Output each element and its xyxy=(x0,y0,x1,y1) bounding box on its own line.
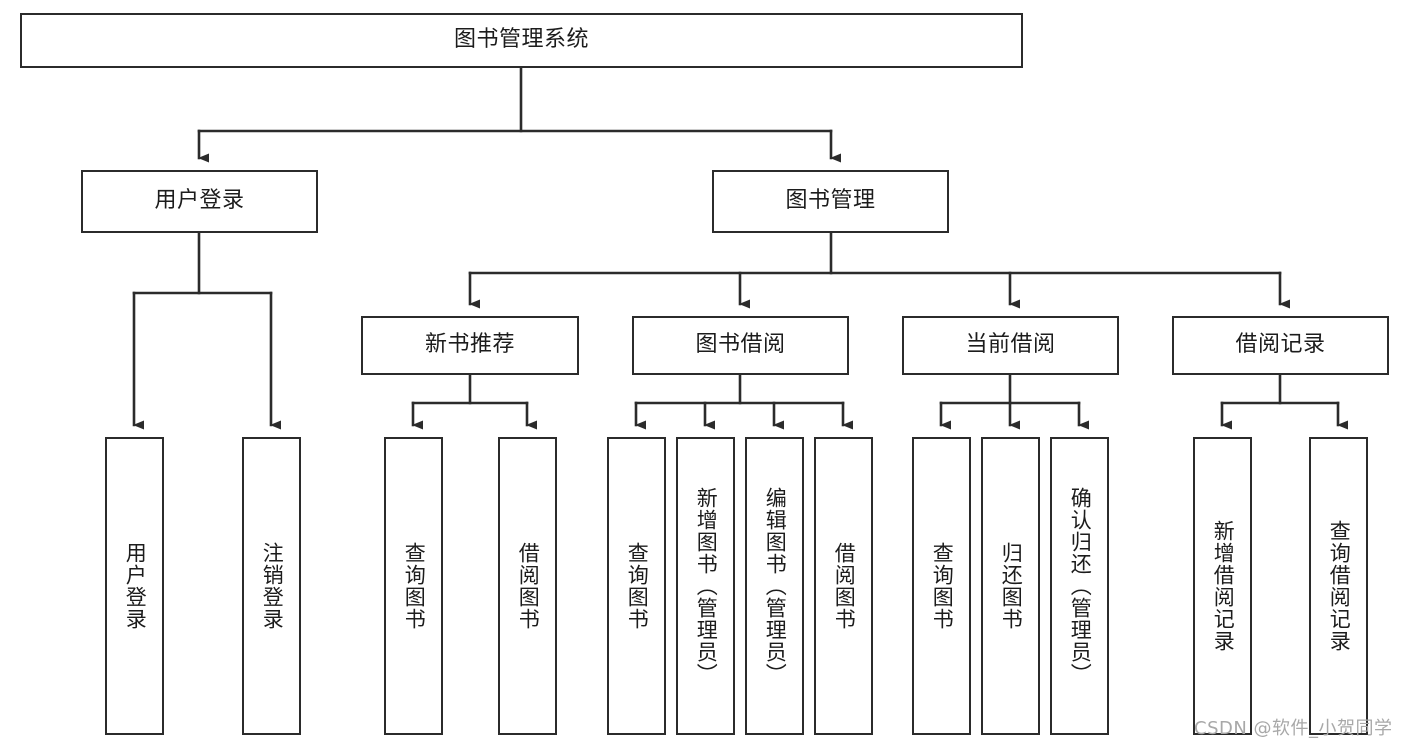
node-borrow-record-label: 借阅记录 xyxy=(1235,332,1326,358)
leaf-query-book-1-label: 查询图书 xyxy=(402,542,427,630)
leaf-confirm-return-label: 确认归还（管理员） xyxy=(1068,487,1093,685)
leaf-borrow-book-1-label: 借阅图书 xyxy=(516,542,541,630)
node-current-borrow[interactable]: 当前借阅 xyxy=(902,316,1119,375)
node-book-manage-label: 图书管理 xyxy=(785,188,876,214)
node-book-manage[interactable]: 图书管理 xyxy=(712,170,949,233)
node-borrow-record[interactable]: 借阅记录 xyxy=(1172,316,1389,375)
node-user-login-label: 用户登录 xyxy=(154,188,245,214)
leaf-query-record[interactable]: 查询借阅记录 xyxy=(1309,437,1368,735)
leaf-user-login[interactable]: 用户登录 xyxy=(105,437,164,735)
node-current-borrow-label: 当前借阅 xyxy=(965,332,1056,358)
leaf-query-record-label: 查询借阅记录 xyxy=(1327,520,1352,652)
node-user-login[interactable]: 用户登录 xyxy=(81,170,318,233)
node-book-borrow-label: 图书借阅 xyxy=(695,332,786,358)
leaf-borrow-book-2[interactable]: 借阅图书 xyxy=(814,437,873,735)
leaf-query-book-2[interactable]: 查询图书 xyxy=(607,437,666,735)
leaf-add-record[interactable]: 新增借阅记录 xyxy=(1193,437,1252,735)
node-root[interactable]: 图书管理系统 xyxy=(20,13,1023,68)
leaf-edit-book-label: 编辑图书（管理员） xyxy=(763,487,788,685)
leaf-logout-login-label: 注销登录 xyxy=(260,542,285,630)
leaf-query-book-3-label: 查询图书 xyxy=(930,542,955,630)
leaf-query-book-3[interactable]: 查询图书 xyxy=(912,437,971,735)
watermark-text: CSDN @软件_小贺同学 xyxy=(1194,718,1393,739)
leaf-edit-book[interactable]: 编辑图书（管理员） xyxy=(745,437,804,735)
leaf-add-book[interactable]: 新增图书（管理员） xyxy=(676,437,735,735)
leaf-add-record-label: 新增借阅记录 xyxy=(1211,520,1236,652)
leaf-query-book-2-label: 查询图书 xyxy=(625,542,650,630)
leaf-add-book-label: 新增图书（管理员） xyxy=(694,487,719,685)
leaf-return-book[interactable]: 归还图书 xyxy=(981,437,1040,735)
leaf-borrow-book-2-label: 借阅图书 xyxy=(832,542,857,630)
leaf-return-book-label: 归还图书 xyxy=(999,542,1024,630)
leaf-query-book-1[interactable]: 查询图书 xyxy=(384,437,443,735)
node-root-label: 图书管理系统 xyxy=(453,27,589,53)
node-new-book-recommend-label: 新书推荐 xyxy=(424,332,515,358)
leaf-logout-login[interactable]: 注销登录 xyxy=(242,437,301,735)
node-book-borrow[interactable]: 图书借阅 xyxy=(632,316,849,375)
leaf-borrow-book-1[interactable]: 借阅图书 xyxy=(498,437,557,735)
leaf-confirm-return[interactable]: 确认归还（管理员） xyxy=(1050,437,1109,735)
node-new-book-recommend[interactable]: 新书推荐 xyxy=(361,316,579,375)
leaf-user-login-label: 用户登录 xyxy=(123,542,148,630)
